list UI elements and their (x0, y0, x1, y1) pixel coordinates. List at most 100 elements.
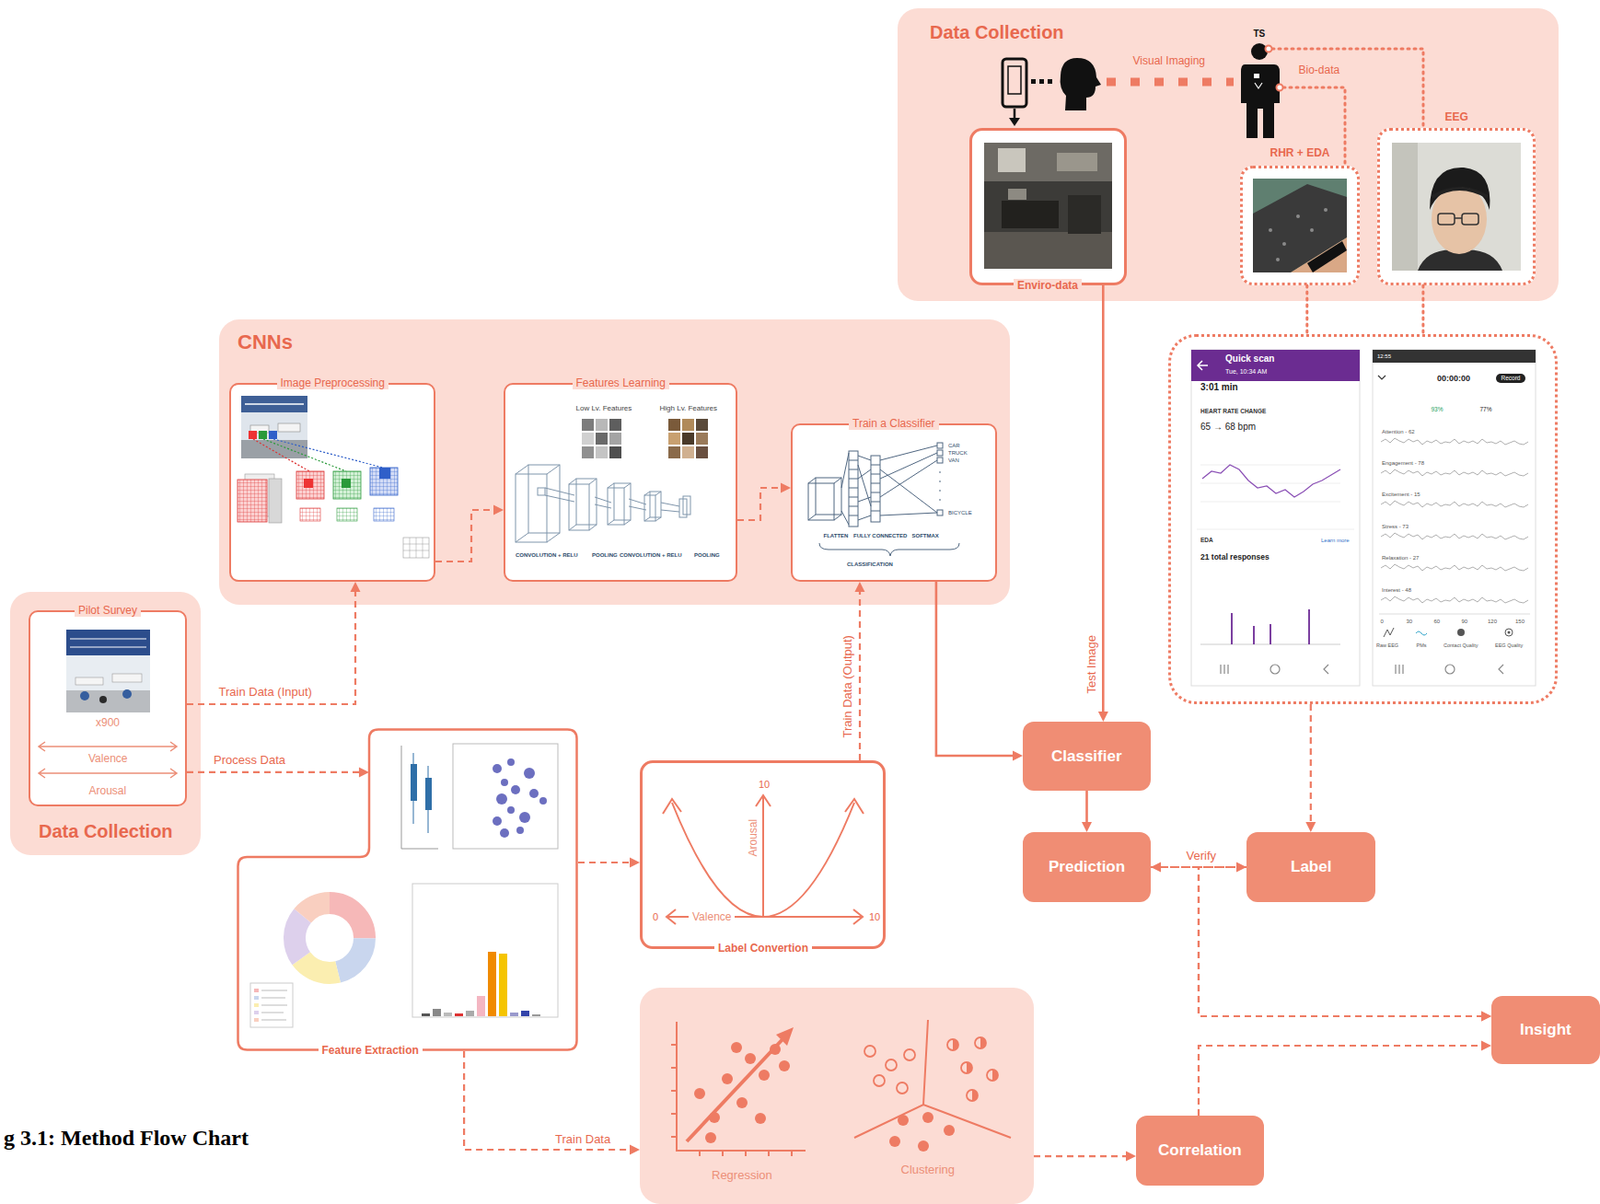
app-screenshot-right-part (1383, 627, 1394, 638)
connector-line (1421, 285, 1425, 335)
node-text: 0 (1380, 618, 1384, 626)
chart-legend (250, 983, 293, 1028)
connector (1422, 285, 1424, 335)
bar-chart-part (476, 996, 486, 1017)
node-text: 120 (1487, 618, 1497, 626)
preprocessing-figure-part (258, 430, 267, 440)
node-text: EEG Quality (1495, 642, 1523, 650)
classifier-wireframe-part (815, 477, 842, 515)
cnn-wireframe-part (537, 487, 545, 496)
label-conversion-plot-part (672, 802, 855, 917)
node-text: EEG (1445, 110, 1469, 124)
scatter-plot-part (492, 758, 547, 838)
node-text: CAR (948, 442, 961, 450)
rhr-eda-box: RHR + EDA (1240, 165, 1360, 286)
regression-plot-part-part (705, 1132, 717, 1144)
clustering-plot-part-part (974, 1037, 986, 1049)
bio-data-wire-part (1272, 48, 1424, 127)
classifier-wireframe-part (808, 483, 835, 521)
preprocessing-figure-part (241, 395, 308, 459)
node-text: 21 total responses (1200, 552, 1270, 562)
app-screenshot-left-part (1200, 501, 1341, 503)
clustering-plot-part-part (922, 1112, 934, 1124)
node-text: TRUCK (948, 450, 968, 457)
person-figure-part (1254, 82, 1263, 89)
office-photo-part (984, 142, 1113, 182)
preprocessing-figure-part (403, 537, 429, 558)
preprocessing-figure-part (253, 439, 310, 472)
app-screenshot-left-part (1191, 349, 1360, 686)
label-conversion-plot-part (755, 795, 771, 917)
clustering-plot-part-part (917, 1140, 929, 1152)
train-classifier-box: Train a ClassifierCARTRUCKVANBICYCLEFLAT… (790, 423, 998, 582)
pilot-scale-arrows (38, 742, 177, 778)
connector (1098, 285, 1109, 722)
classifier-wireframe-part (819, 543, 960, 557)
eeg-photo-part (1429, 167, 1490, 210)
feature-thumbnails-part (595, 446, 608, 459)
pilot-photo-part (112, 673, 142, 683)
app-screenshot-right-part (1380, 500, 1529, 508)
edge-label: Test Image (1084, 635, 1100, 695)
cnn-wireframe-part (528, 464, 560, 534)
chart-legend-part (250, 983, 293, 1028)
connector (1306, 285, 1308, 335)
scatter-plot-part-part (516, 826, 524, 835)
node-text: RHR + EDA (1270, 146, 1331, 160)
app-screenshot-left-part (1270, 664, 1280, 674)
cnn-wireframe-part (644, 495, 656, 522)
connector-line (1033, 1155, 1128, 1158)
edge-label: Verify (1186, 848, 1218, 864)
app-screenshot-right-part (1380, 438, 1529, 445)
app-screenshot-right-part (1505, 628, 1513, 637)
feature-thumbnails-part (581, 432, 594, 445)
connector-line (1101, 285, 1105, 714)
node-text: CONVOLUTION + RELU (619, 552, 683, 559)
eeg-photo-part (1432, 188, 1488, 198)
visual-imaging-line (1106, 81, 1234, 83)
connector (1150, 867, 1492, 1022)
app-screenshot-left-part (1202, 464, 1341, 498)
connector (578, 857, 640, 869)
label-conversion-plot (662, 795, 864, 925)
scatter-plot-part-part (500, 778, 509, 787)
node-text: PMs (1416, 642, 1427, 650)
wrist-photo-part (1310, 228, 1314, 232)
chart-legend-part (254, 1003, 259, 1008)
pilot-photo-part (69, 638, 147, 648)
preprocessing-figure-part (263, 439, 347, 472)
eeg-photo-part (1431, 184, 1487, 255)
scatter-plot-part-part (529, 788, 539, 799)
classifier-wireframe (808, 442, 960, 557)
data-collection-panel: Data CollectionPilot Surveyx900ValenceAr… (10, 591, 201, 856)
visual-imaging-line-part (1106, 78, 1234, 87)
clustering-plot (854, 1020, 1011, 1152)
connector-line (1159, 866, 1239, 869)
bar-chart (412, 883, 558, 1018)
preprocessing-figure-part (403, 537, 429, 558)
node-text: FULLY CONNECTED (853, 533, 907, 540)
connector (737, 483, 791, 522)
data-collection-panel: Data CollectionEnviro-dataRHR + EDAEEG (897, 8, 1559, 302)
bar-chart-part (443, 1012, 453, 1017)
edge-label: Process Data (213, 753, 286, 768)
chart-legend-part (254, 996, 259, 1000)
node-text: Attention - 62 (1381, 428, 1415, 436)
head-silhouette-part (1060, 57, 1102, 111)
phone-icon (1002, 58, 1053, 127)
node-text: Relaxation - 27 (1381, 555, 1419, 562)
node-text: POOLING (591, 552, 618, 559)
connector (463, 1051, 640, 1156)
cnn-wireframe-part (568, 478, 597, 531)
chart-legend-part (254, 988, 259, 993)
cnns-panel: CNNsImage PreprocessingFeatures Learning… (219, 319, 1010, 605)
app-screenshot-left-part (1220, 664, 1229, 674)
arrowhead (359, 766, 370, 777)
scatter-plot-part-part (539, 797, 547, 805)
connector (1150, 862, 1247, 873)
process-box: Prediction (1022, 832, 1151, 903)
node-text: 65 → 68 bpm (1200, 421, 1256, 433)
cnn-wireframe-part (628, 498, 647, 511)
cnn-wireframe-part (649, 491, 661, 518)
regression-plot-part-part (721, 1073, 733, 1085)
